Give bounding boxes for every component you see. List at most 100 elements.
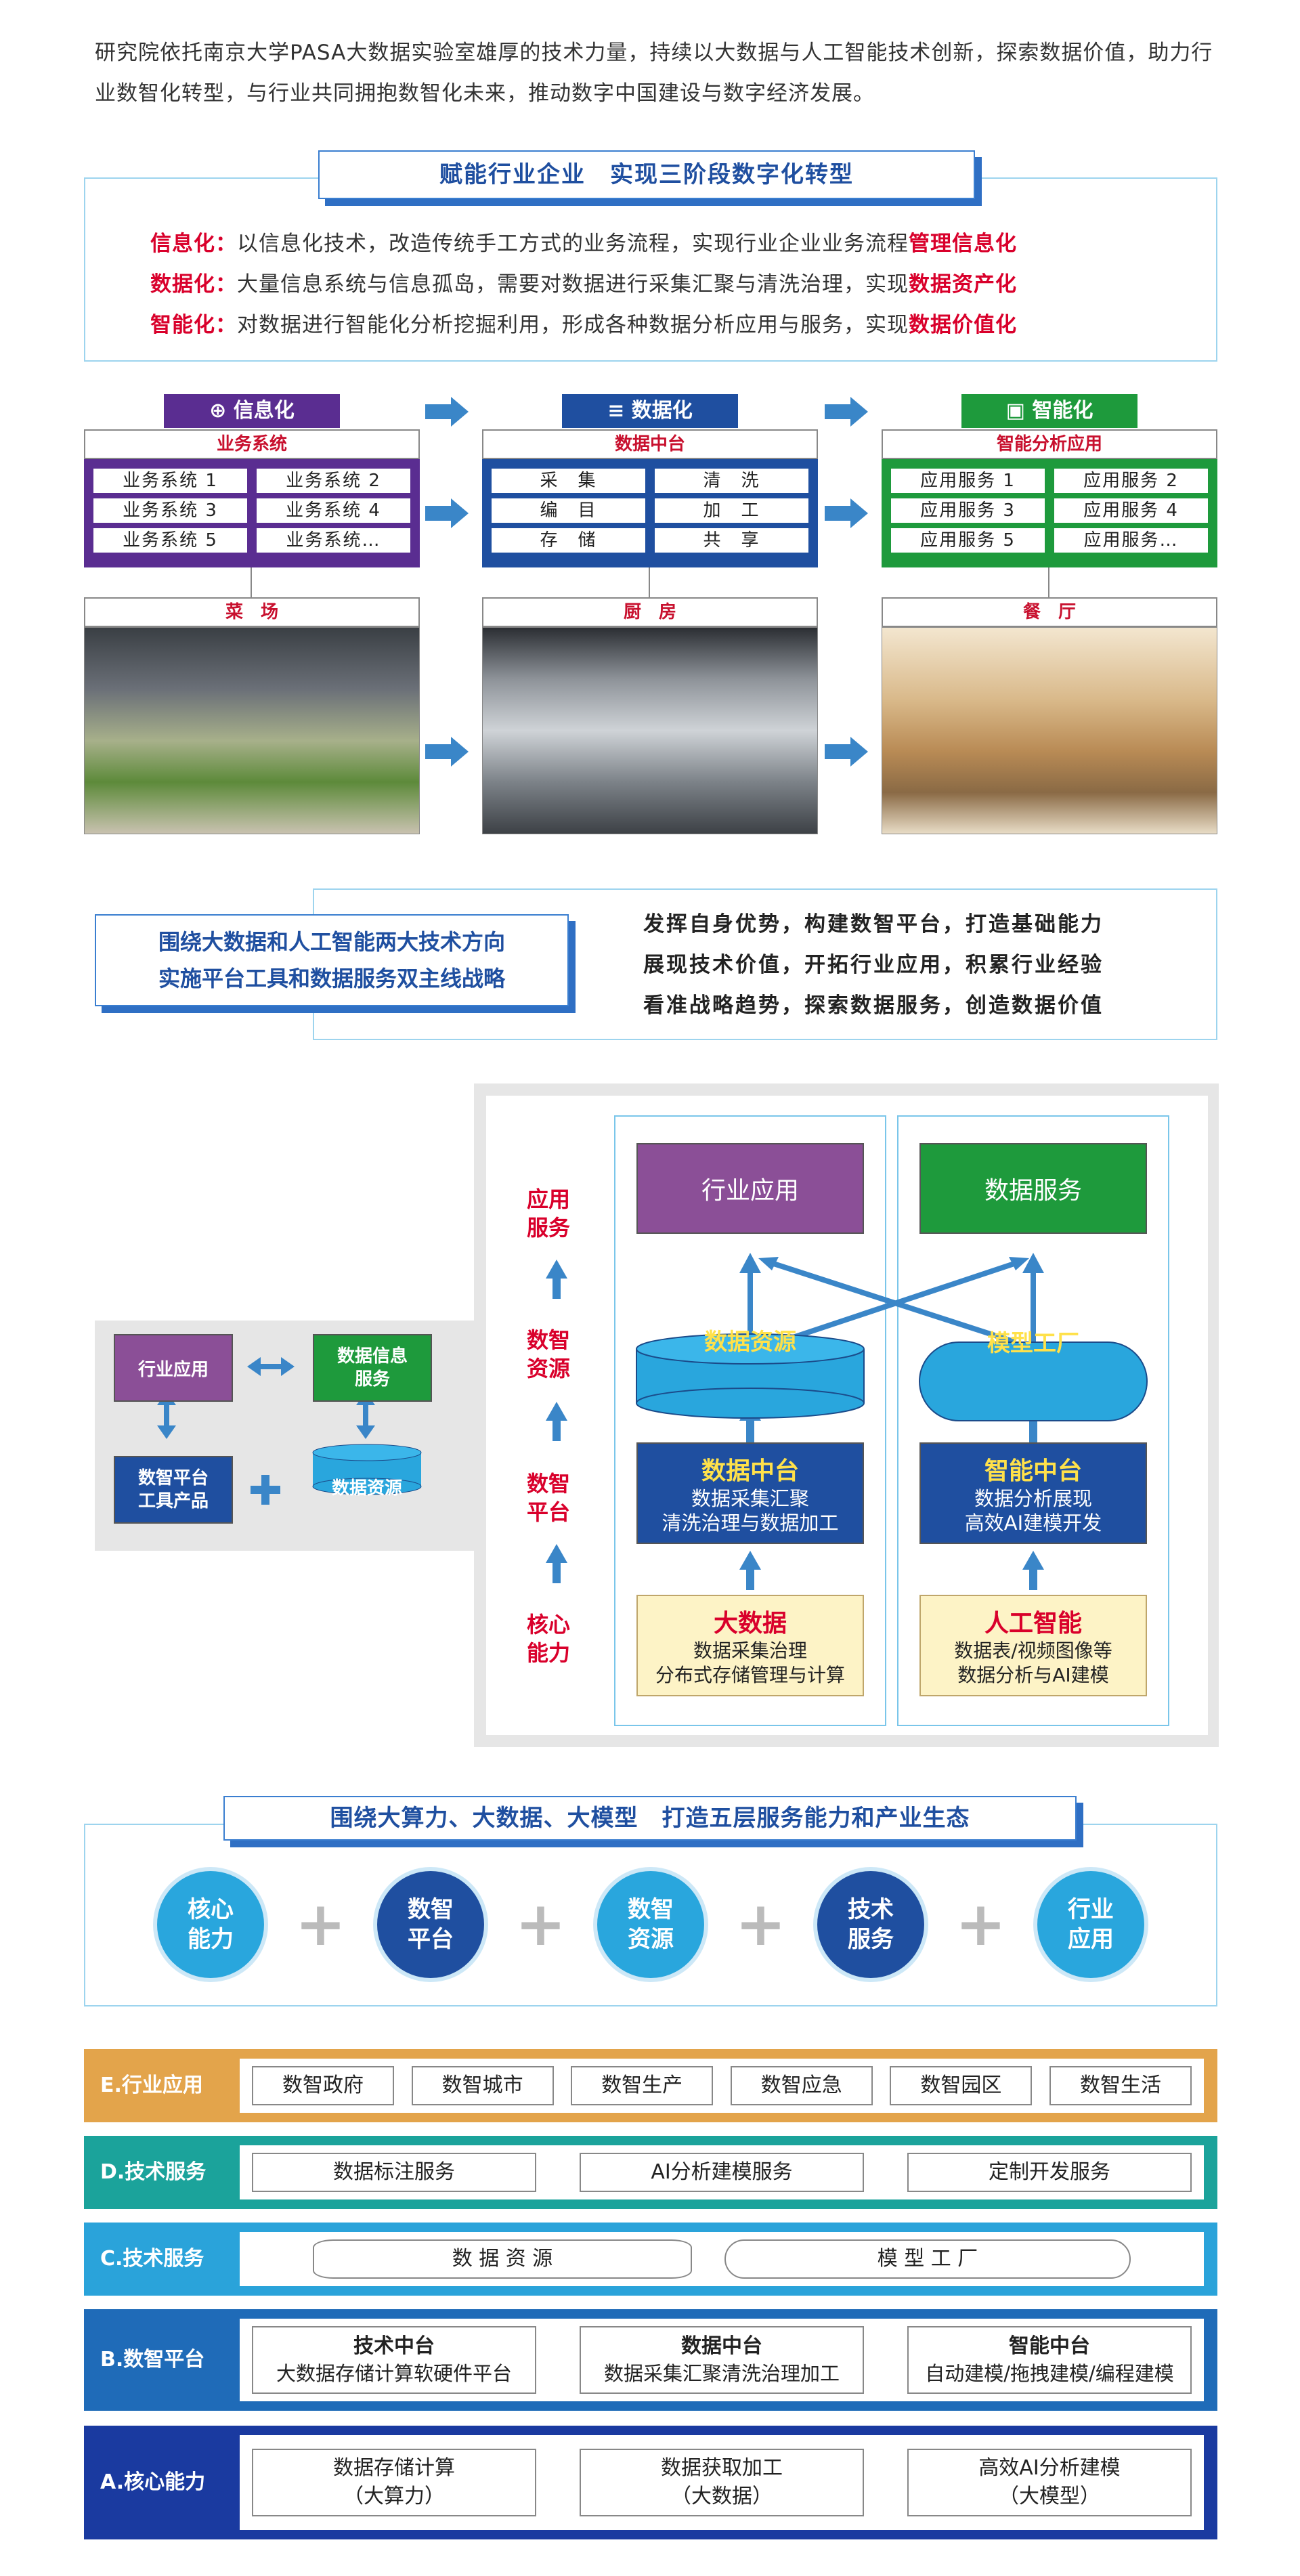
plus-icon: + [295, 1889, 347, 1960]
intro-paragraph: 研究院依托南京大学PASA大数据实验室雄厚的技术力量，持续以大数据与人工智能技术… [95, 41, 1213, 106]
stage-subheader-2: 智能分析应用 [882, 429, 1217, 459]
stage-subheader-0: 业务系统 [84, 429, 420, 459]
monitor-icon: ▣ [1005, 399, 1025, 423]
data-resource-cylinder [636, 1333, 865, 1419]
tier-label: A.核心能力 [100, 2470, 206, 2494]
tier-item: 技术中台大数据存储计算软硬件平台 [252, 2326, 536, 2394]
tier-content: 数 据 资 源模 型 工 厂 [240, 2232, 1204, 2286]
tier-item: 数智生活 [1049, 2066, 1192, 2105]
tier-content: 数智政府数智城市数智生产数智应急数智园区数智生活 [240, 2059, 1204, 2113]
tier-4: A.核心能力 数据存储计算 （大算力） 数据获取加工 （大数据） 高效AI分析建模 （… [84, 2426, 1217, 2539]
tier-item: 数据标注服务 [252, 2153, 536, 2192]
stage-cell: 应用服务 1 [891, 469, 1045, 493]
connector-line [649, 567, 650, 597]
stage-cell: 存 储 [492, 528, 645, 553]
circles-row: 核心 能力 + 数智 平台 + 数智 资源 + 技术 服务 + 行业 应用 [153, 1864, 1148, 1985]
tier-item: 数据存储计算 （大算力） [252, 2449, 536, 2516]
model-factory-capsule [919, 1341, 1148, 1421]
section-title-ecosystem: 围绕大算力、大数据、大模型 打造五层服务能力和产业生态 [223, 1796, 1077, 1841]
stage-cell: 清 洗 [655, 469, 808, 493]
stage-cell: 应用服务 3 [891, 498, 1045, 523]
stage-cell: 编 目 [492, 498, 645, 523]
ai-middle-platform: 智能中台 数据分析展现 高效AI建模开发 [919, 1442, 1147, 1544]
stage-header-0: ⊕ 信息化 [164, 394, 340, 428]
plus-icon: + [735, 1889, 787, 1960]
circle-resource: 数智 资源 [592, 1867, 708, 1982]
data-resource-label: 数据资源 [704, 1328, 796, 1356]
stage-cell: 业务系统 1 [93, 469, 247, 493]
tier-2: C.技术服务 数 据 资 源模 型 工 厂 [84, 2223, 1217, 2296]
row-datafication: 数据化：大量信息系统与信息孤岛，需要对数据进行采集汇聚与清洗治理，实现数据资产化 [150, 272, 1017, 297]
stage-header-2: ▣ 智能化 [961, 394, 1138, 428]
stage-cell: 业务系统 3 [93, 498, 247, 523]
flow-arrow-icon [825, 397, 868, 427]
tier-label: E.行业应用 [100, 2074, 203, 2097]
stage-header-1: ≡ 数据化 [562, 394, 738, 428]
cross-arrows [748, 1258, 1036, 1345]
flow-arrow-icon [425, 737, 469, 767]
tier-item: 数智城市 [411, 2066, 554, 2105]
stage-cell: 应用服务… [1054, 528, 1208, 553]
row-intelligentization: 智能化：对数据进行智能化分析挖掘利用，形成各种数据分析应用与服务，实现数据价值化 [150, 313, 1017, 337]
data-service-block: 数据服务 [919, 1143, 1147, 1234]
transformation-list: 信息化：以信息化技术，改造传统手工方式的业务流程，实现行业企业业务流程管理信息化… [150, 223, 1207, 345]
level-core: 核心 能力 [527, 1612, 571, 1666]
circle-industry-app: 行业 应用 [1033, 1867, 1148, 1982]
tier-label: C.技术服务 [100, 2247, 204, 2271]
stage-grid-1: 采 集清 洗编 目加 工存 储共 享 [482, 459, 818, 567]
section-title-transformation: 赋能行业企业 实现三阶段数字化转型 [318, 150, 975, 199]
tier-item: 数智政府 [252, 2066, 394, 2105]
tier-3: B.数智平台技术中台大数据存储计算软硬件平台数据中台数据采集汇聚清洗治理加工智能… [84, 2309, 1217, 2411]
stage-cell: 采 集 [492, 469, 645, 493]
tier-item: 数据中台数据采集汇聚清洗治理加工 [580, 2326, 864, 2394]
stage-cell: 业务系统 2 [257, 469, 410, 493]
stage-cell: 应用服务 5 [891, 528, 1045, 553]
scene-label-2: 餐 厅 [882, 597, 1217, 627]
small-platform-tools: 数智平台 工具产品 [114, 1456, 233, 1524]
stage-cell: 业务系统 5 [93, 528, 247, 553]
tier-item: 数智园区 [890, 2066, 1033, 2105]
tier-content: 数据存储计算 （大算力） 数据获取加工 （大数据） 高效AI分析建模 （大模型） [240, 2435, 1204, 2530]
stage-cell: 业务系统… [257, 528, 410, 553]
tier-item: 高效AI分析建模 （大模型） [907, 2449, 1192, 2516]
flow-arrow-icon [825, 498, 868, 528]
left-column-frame [614, 1115, 886, 1726]
scene-photo-2 [882, 627, 1217, 834]
flow-arrow-icon [825, 737, 868, 767]
tier-item: 模 型 工 厂 [724, 2239, 1131, 2279]
tier-item: 数据获取加工 （大数据） [580, 2449, 864, 2516]
stage-cell: 共 享 [655, 528, 808, 553]
circle-platform: 数智 平台 [372, 1867, 488, 1982]
small-data-resource-cylinder [312, 1444, 422, 1495]
tier-item: 定制开发服务 [907, 2153, 1192, 2192]
tier-item: 数智应急 [730, 2066, 873, 2105]
plus-icon: + [955, 1889, 1007, 1960]
tier-content: 数据标注服务 AI分析建模服务 定制开发服务 [240, 2145, 1204, 2199]
scene-label-0: 菜 场 [84, 597, 420, 627]
big-data-block: 大数据 数据采集治理 分布式存储管理与计算 [636, 1595, 864, 1696]
scene-label-1: 厨 房 [482, 597, 818, 627]
plus-icon: + [515, 1889, 567, 1960]
transformation-box [84, 177, 1217, 362]
flow-arrow-icon [425, 498, 469, 528]
stage-cell: 加 工 [655, 498, 808, 523]
scene-photo-1 [482, 627, 818, 834]
data-middle-platform: 数据中台 数据采集汇聚 清洗治理与数据加工 [636, 1442, 864, 1544]
small-industry-app: 行业应用 [114, 1334, 233, 1402]
stage-subheader-1: 数据中台 [482, 429, 818, 459]
level-data-resource: 数智 资源 [527, 1327, 571, 1381]
circle-tech-service: 技术 服务 [812, 1867, 928, 1982]
model-factory-label: 模型工厂 [987, 1329, 1079, 1357]
tier-item: AI分析建模服务 [580, 2153, 864, 2192]
strategy-lines: 发挥自身优势，构建数智平台，打造基础能力 展现技术价值，开拓行业应用，积累行业经… [643, 912, 1104, 1018]
tier-item: 数智生产 [571, 2066, 714, 2105]
section-title-strategy: 围绕大数据和人工智能两大技术方向 实施平台工具和数据服务双主线战略 [95, 914, 569, 1006]
connector-line [251, 567, 252, 597]
small-data-resource: 数据资源 [331, 1478, 402, 1499]
tier-item: 智能中台自动建模/拖拽建模/编程建模 [907, 2326, 1192, 2394]
industry-app-block: 行业应用 [636, 1143, 864, 1234]
stage-cell: 应用服务 4 [1054, 498, 1208, 523]
